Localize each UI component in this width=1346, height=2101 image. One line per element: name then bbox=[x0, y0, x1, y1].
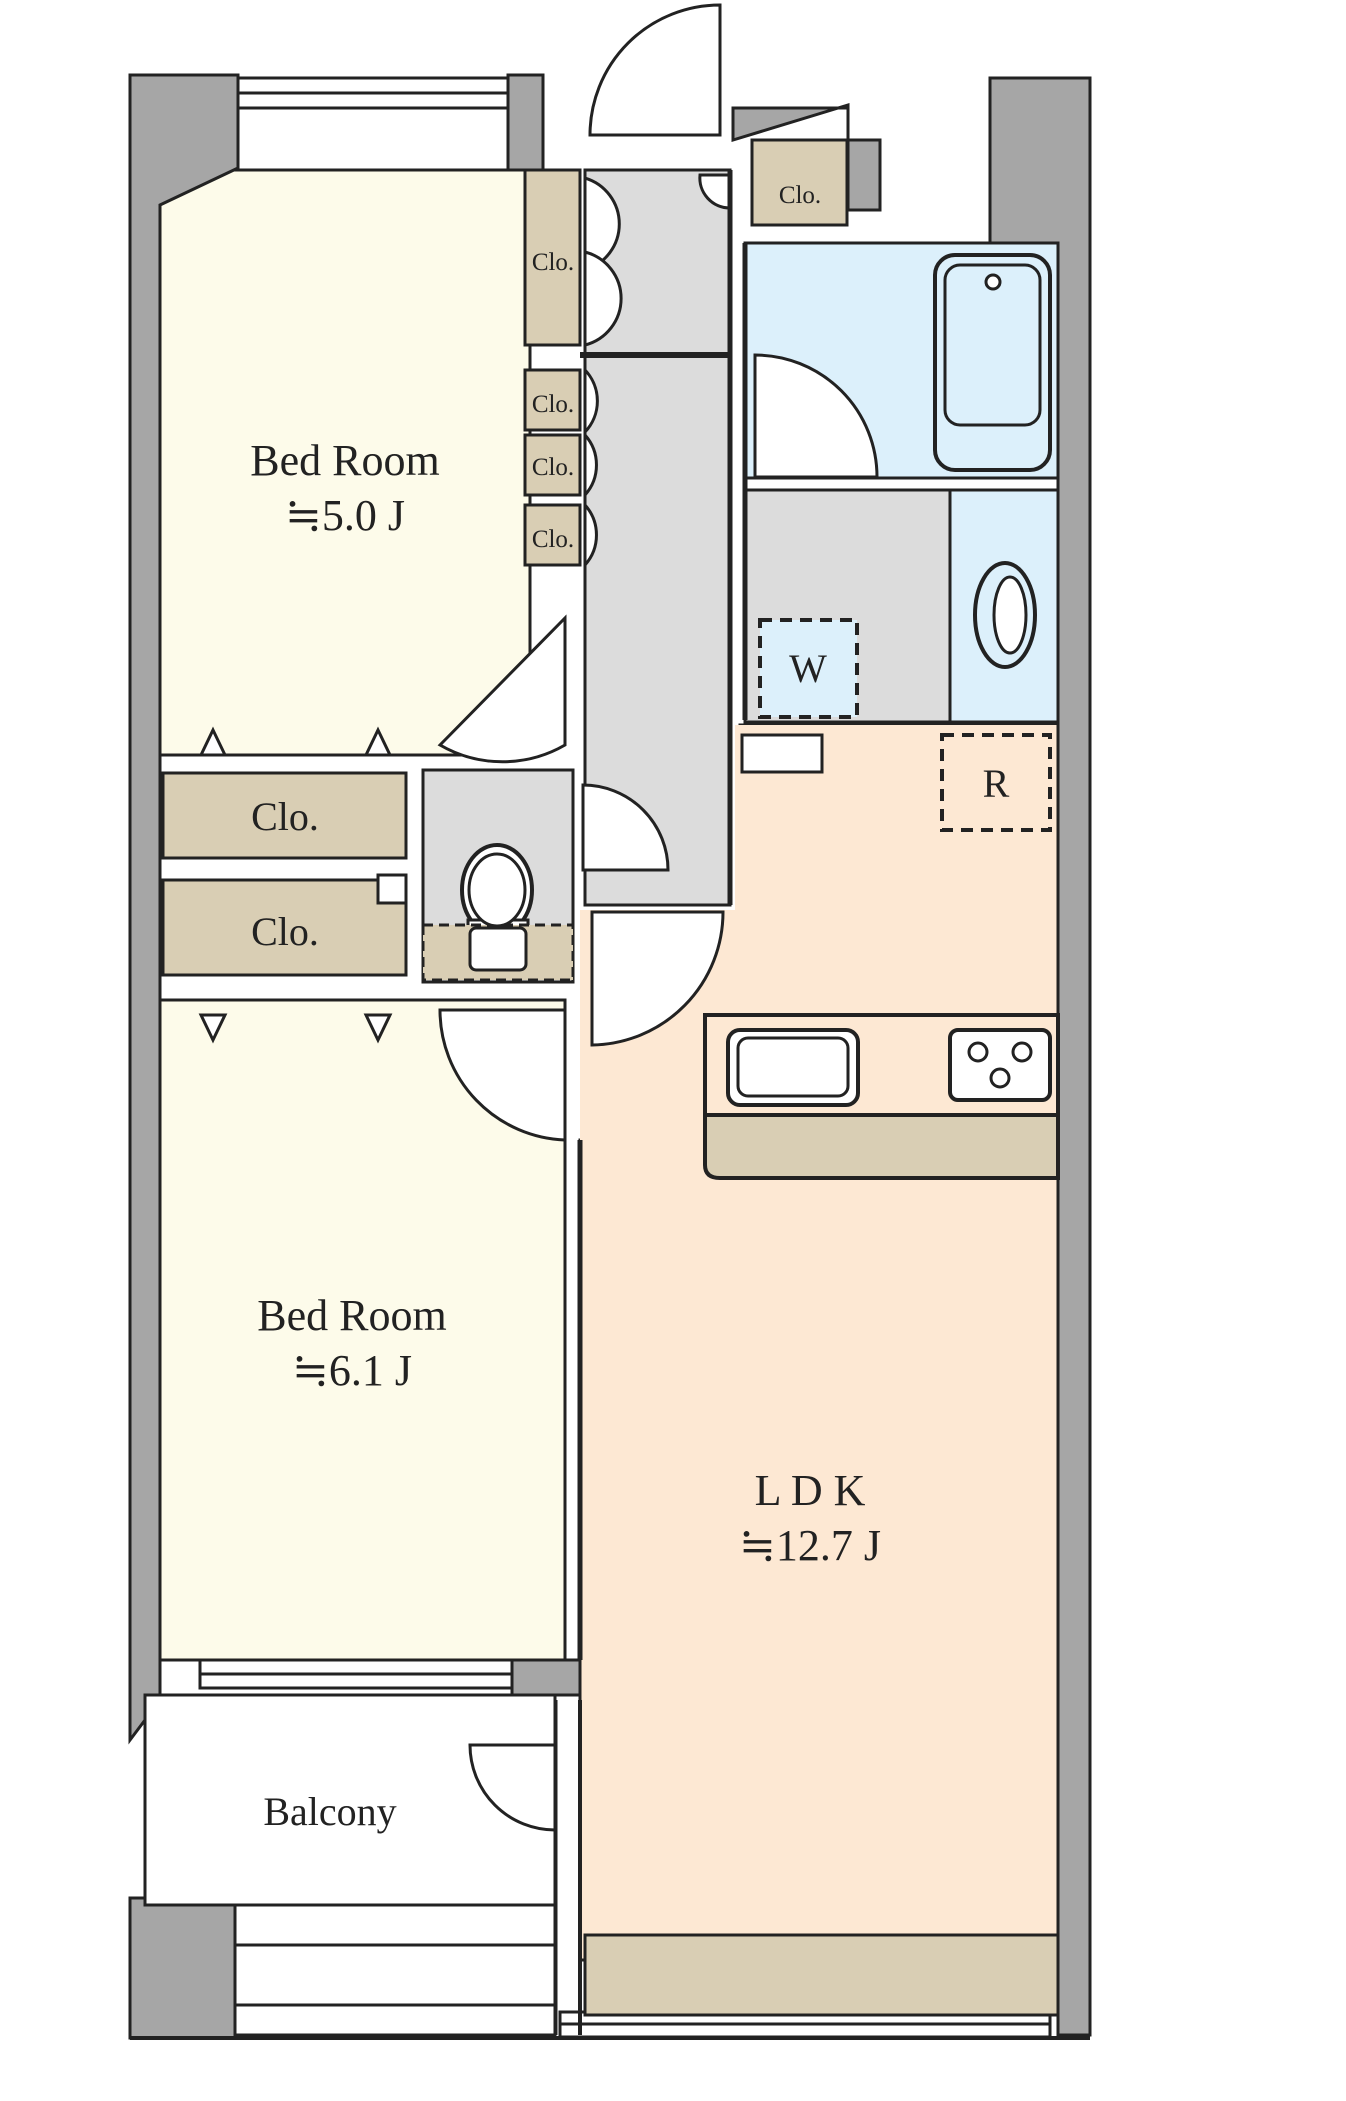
ldk-area-label: ≒12.7 J bbox=[739, 1521, 881, 1570]
closet-hall-4 bbox=[523, 503, 582, 567]
balcony-rail bbox=[233, 1903, 557, 2037]
closet-bedroom-2 bbox=[161, 878, 408, 977]
washer-label: W bbox=[789, 646, 827, 691]
closet-bedroom-1-label: Clo. bbox=[251, 794, 319, 839]
closet-hall-3-label: Clo. bbox=[532, 454, 574, 481]
door-toilet bbox=[581, 783, 670, 872]
balcony-area bbox=[143, 1693, 557, 1907]
door-bath bbox=[753, 353, 879, 479]
refrigerator-label: R bbox=[983, 761, 1010, 806]
ldk-floor-strip bbox=[583, 1933, 1060, 2017]
closet-hall-2-label: Clo. bbox=[532, 391, 574, 418]
door-balcony bbox=[468, 1743, 557, 1832]
washer-space bbox=[758, 618, 859, 719]
closet-bedroom-2-label: Clo. bbox=[251, 909, 319, 954]
closet-hall-1 bbox=[523, 168, 582, 347]
closet-entrance bbox=[750, 138, 849, 227]
closet-hall-3 bbox=[523, 433, 582, 497]
door-bedroom-bottom bbox=[438, 1008, 567, 1142]
outer-wall-left bbox=[128, 73, 240, 1745]
closet-hall-1-label: Clo. bbox=[532, 249, 574, 276]
bedroom-bottom-area-label: ≒6.1 J bbox=[292, 1346, 412, 1395]
bedroom-top-area-label: ≒5.0 J bbox=[285, 491, 405, 540]
closet-hall-2 bbox=[523, 368, 582, 432]
wall-bottom-left-column bbox=[128, 1896, 237, 2040]
balcony-name: Balcony bbox=[263, 1789, 396, 1834]
closet-entrance-label: Clo. bbox=[779, 182, 821, 209]
front-door bbox=[588, 3, 722, 137]
ldk-name: L D K bbox=[755, 1466, 866, 1515]
bedroom-top-name: Bed Room bbox=[250, 436, 439, 485]
outer-wall-right bbox=[988, 76, 1092, 2037]
bedroom-bottom-name: Bed Room bbox=[257, 1291, 446, 1340]
stove bbox=[948, 1028, 1052, 1102]
closet-hall-4-label: Clo. bbox=[532, 526, 574, 553]
wall-mid-column bbox=[510, 1658, 582, 1697]
wall-top-middle bbox=[731, 102, 882, 212]
door-ldk bbox=[590, 910, 725, 1047]
door-bedroom-top bbox=[437, 614, 567, 764]
closet-bedroom-1 bbox=[161, 771, 408, 860]
wall-top-left-column bbox=[506, 73, 545, 172]
bedroom-top-area bbox=[158, 168, 532, 757]
kitchen-counter-edge bbox=[703, 1113, 1060, 1180]
